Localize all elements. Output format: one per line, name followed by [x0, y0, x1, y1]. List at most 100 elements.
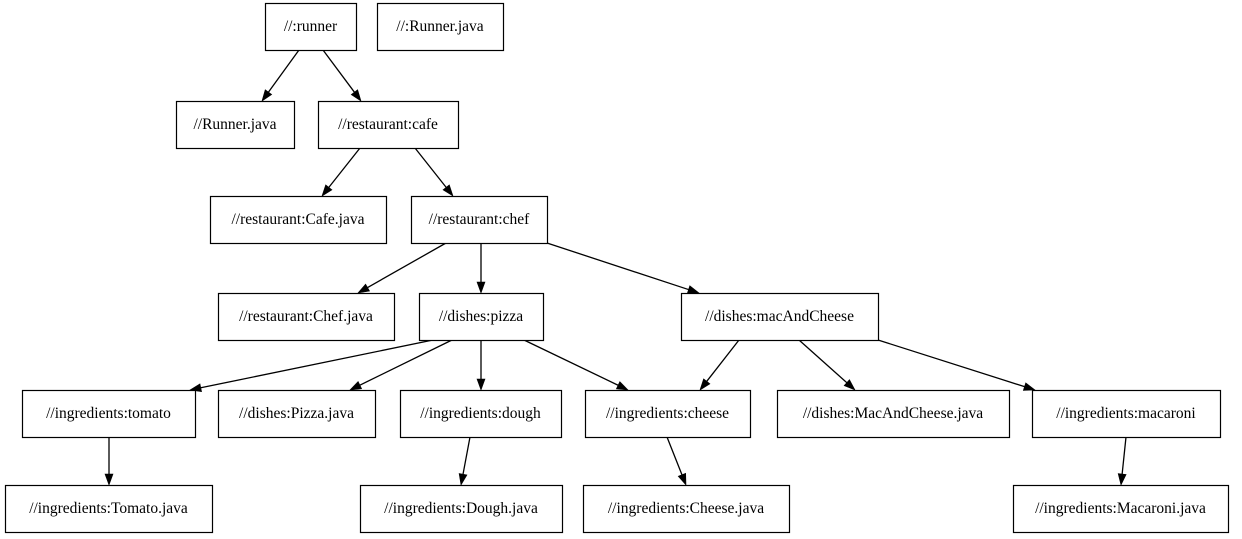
node-box[interactable]: [1012, 484, 1230, 534]
edge-line: [359, 339, 453, 386]
graph-node[interactable]: //restaurant:Cafe.java: [209, 195, 388, 245]
edge-line: [546, 242, 689, 291]
node-label: //:Runner.java: [396, 18, 484, 35]
edge-line: [706, 339, 740, 382]
edge-line: [877, 339, 1025, 388]
arrowhead-icon: [476, 281, 486, 294]
graph-node[interactable]: //ingredients:Tomato.java: [4, 484, 214, 534]
graph-edge: [877, 339, 1036, 391]
edge-line: [322, 49, 355, 93]
graph-node[interactable]: //dishes:Pizza.java: [217, 389, 377, 439]
arrowhead-icon: [677, 472, 687, 486]
node-label: //ingredients:Cheese.java: [608, 500, 764, 517]
node-box[interactable]: [21, 389, 197, 439]
nodes-layer: //:runner //:Runner.java //Runner.java //re…: [4, 2, 1230, 534]
edge-line: [1121, 436, 1127, 475]
arrowhead-icon: [104, 473, 114, 486]
node-label: //dishes:Pizza.java: [239, 405, 354, 422]
graph-edge: [357, 242, 447, 294]
node-box[interactable]: [217, 292, 396, 342]
arrowhead-icon: [476, 378, 486, 391]
graph-edge: [546, 242, 700, 294]
graph-edge: [458, 436, 471, 486]
graph-edge: [523, 339, 629, 391]
graph-edge: [322, 49, 362, 102]
arrowhead-icon: [843, 379, 856, 391]
graph-node[interactable]: //Runner.java: [175, 100, 296, 150]
node-box[interactable]: [175, 100, 296, 150]
node-box[interactable]: [209, 195, 388, 245]
graph-node[interactable]: //restaurant:Chef.java: [217, 292, 396, 342]
node-label: //dishes:pizza: [439, 308, 523, 325]
arrowhead-icon: [350, 89, 362, 102]
node-box[interactable]: [376, 2, 505, 52]
arrowhead-icon: [321, 184, 333, 197]
graph-node[interactable]: //ingredients:Dough.java: [359, 484, 564, 534]
arrowhead-icon: [1117, 473, 1127, 486]
node-box[interactable]: [680, 292, 880, 342]
node-label: //ingredients:Dough.java: [384, 500, 538, 517]
edge-line: [414, 147, 447, 188]
edge-line: [523, 339, 619, 386]
edge-line: [367, 242, 447, 289]
node-label: //:runner: [284, 18, 338, 35]
arrowhead-icon: [261, 89, 273, 102]
node-box[interactable]: [776, 389, 1011, 439]
node-label: //dishes:MacAndCheese.java: [803, 405, 983, 422]
edge-line: [200, 339, 434, 389]
node-label: //ingredients:dough: [420, 405, 541, 422]
graph-node[interactable]: //restaurant:cafe: [317, 100, 460, 150]
graph-edge: [666, 436, 687, 486]
graph-edge: [261, 49, 300, 102]
node-label: //ingredients:Tomato.java: [29, 500, 188, 517]
edge-line: [462, 436, 471, 475]
graph-node[interactable]: //ingredients:tomato: [21, 389, 197, 439]
graph-node[interactable]: //ingredients:Macaroni.java: [1012, 484, 1230, 534]
graph-edge: [798, 339, 856, 391]
graph-node[interactable]: //ingredients:macaroni: [1031, 389, 1222, 439]
node-label: //restaurant:Cafe.java: [232, 211, 365, 228]
graph-node[interactable]: //:Runner.java: [376, 2, 505, 52]
graph-edge: [476, 340, 486, 391]
graph-node[interactable]: //dishes:MacAndCheese.java: [776, 389, 1011, 439]
graph-node[interactable]: //ingredients:dough: [399, 389, 563, 439]
arrowhead-icon: [615, 381, 629, 391]
arrowhead-icon: [357, 283, 371, 294]
graph-node[interactable]: //ingredients:Cheese.java: [582, 484, 791, 534]
edges-layer: [104, 49, 1127, 486]
edge-line: [666, 436, 683, 476]
node-label: //dishes:macAndCheese: [705, 308, 854, 325]
graph-edge: [104, 437, 114, 486]
node-box[interactable]: [582, 484, 791, 534]
node-box[interactable]: [418, 292, 545, 342]
node-label: //Runner.java: [193, 116, 276, 133]
node-box[interactable]: [4, 484, 214, 534]
edge-line: [267, 49, 300, 93]
graph-edge: [189, 339, 434, 393]
arrowhead-icon: [686, 285, 700, 294]
graph-edge: [414, 147, 454, 197]
graph-node[interactable]: //restaurant:chef: [410, 195, 549, 245]
arrowhead-icon: [1022, 382, 1036, 391]
graph-edge: [699, 339, 740, 391]
node-box[interactable]: [399, 389, 563, 439]
graph-node[interactable]: //ingredients:cheese: [584, 389, 752, 439]
node-box[interactable]: [584, 389, 752, 439]
node-box[interactable]: [359, 484, 564, 534]
node-box[interactable]: [410, 195, 549, 245]
graph-node[interactable]: //dishes:macAndCheese: [680, 292, 880, 342]
node-box[interactable]: [317, 100, 460, 150]
node-label: //restaurant:chef: [429, 211, 531, 228]
node-label: //ingredients:Macaroni.java: [1035, 500, 1206, 517]
arrowhead-icon: [442, 184, 454, 197]
node-box[interactable]: [217, 389, 377, 439]
node-box[interactable]: [1031, 389, 1222, 439]
graph-edge: [1117, 436, 1127, 486]
arrowhead-icon: [458, 473, 468, 486]
graph-node[interactable]: //:runner: [264, 2, 358, 52]
graph-node[interactable]: //dishes:pizza: [418, 292, 545, 342]
node-box[interactable]: [264, 2, 358, 52]
graph-edge: [321, 147, 361, 197]
node-label: //restaurant:cafe: [338, 116, 438, 133]
